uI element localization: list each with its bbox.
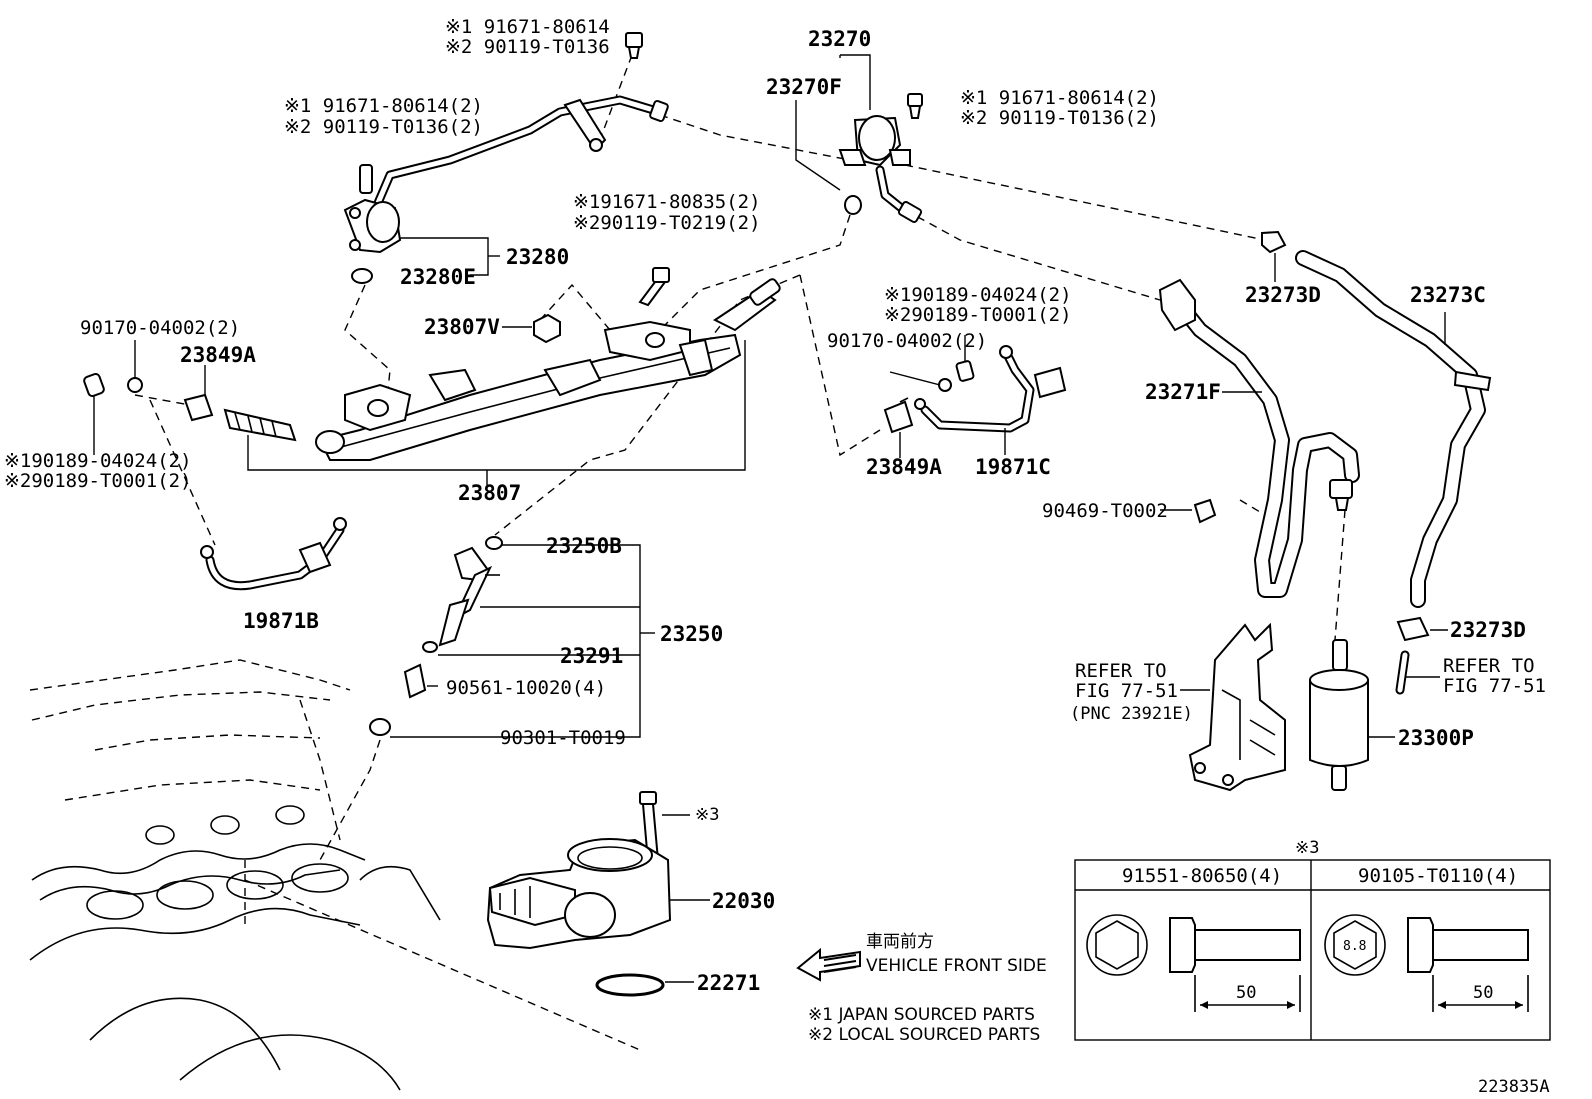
label-23270f[interactable]: 23270F <box>766 75 842 99</box>
clamp-23273d-low[interactable] <box>1396 616 1448 642</box>
fuel-pipe-left[interactable] <box>370 95 669 215</box>
bolt-23807[interactable] <box>638 267 670 307</box>
sensor-23849a-mid[interactable] <box>883 397 914 458</box>
label-23849a-left[interactable]: 23849A <box>180 343 256 367</box>
refer-right-line1[interactable]: REFER TO <box>1443 655 1535 677</box>
note-japan-sourced: ※1 JAPAN SOURCED PARTS <box>808 1005 1035 1025</box>
refer-left-line1[interactable]: REFER TO <box>1075 660 1167 682</box>
o-ring-23270f[interactable] <box>844 195 862 215</box>
bolt-right[interactable] <box>907 93 923 119</box>
pipe-refer-right[interactable] <box>1395 650 1440 695</box>
label-clip-mid-japan[interactable]: ※190189-04024(2) <box>884 284 1072 306</box>
table-col2-part[interactable]: 90105-T0110(4) <box>1358 865 1518 887</box>
bolt1-length: 50 <box>1236 983 1256 1003</box>
fuel-injector-23250[interactable] <box>369 536 655 738</box>
label-22271[interactable]: 22271 <box>697 971 760 995</box>
wire-harness-19871c[interactable] <box>914 345 1067 455</box>
label-23849a-mid[interactable]: 23849A <box>866 455 942 479</box>
label-23273d-top[interactable]: 23273D <box>1245 283 1321 307</box>
label-22030[interactable]: 22030 <box>712 889 775 913</box>
label-bolt-right-japan[interactable]: ※1 91671-80614(2) <box>960 87 1159 109</box>
note-local-sourced: ※2 LOCAL SOURCED PARTS <box>808 1025 1040 1045</box>
bolt-top[interactable] <box>625 32 643 59</box>
label-bolt-top-japan[interactable]: ※1 91671-80614 <box>445 16 610 38</box>
vehicle-front-en: VEHICLE FRONT SIDE <box>866 956 1047 976</box>
fuel-hose-23273c[interactable] <box>1295 250 1492 608</box>
fuel-delivery-pipe[interactable] <box>247 278 781 485</box>
label-23300p[interactable]: 23300P <box>1398 726 1474 750</box>
bolt-grade: 8.8 <box>1343 939 1366 954</box>
clamp-23273d-top[interactable] <box>1261 230 1287 282</box>
label-23273c[interactable]: 23273C <box>1410 283 1486 307</box>
clip-left[interactable] <box>83 372 105 455</box>
label-bolt-mid-local[interactable]: ※290119-T0219(2) <box>573 212 761 234</box>
label-19871c[interactable]: 19871C <box>975 455 1051 479</box>
label-clip-mid-local[interactable]: ※290189-T0001(2) <box>884 304 1072 326</box>
label-90301[interactable]: 90301-T0019 <box>500 727 626 749</box>
engine-block-outline <box>29 659 641 1091</box>
refer-right-line2[interactable]: FIG 77-51 <box>1443 675 1546 697</box>
label-23807v[interactable]: 23807V <box>424 315 500 339</box>
label-23291[interactable]: 23291 <box>560 644 623 668</box>
label-bolt-left-local[interactable]: ※2 90119-T0136(2) <box>284 116 483 138</box>
filter-bracket[interactable] <box>1180 622 1286 792</box>
label-23273d-low[interactable]: 23273D <box>1450 618 1526 642</box>
label-23280e[interactable]: 23280E <box>400 265 476 289</box>
label-23250[interactable]: 23250 <box>660 622 723 646</box>
assembly-lines <box>134 54 1346 861</box>
label-23280[interactable]: 23280 <box>506 245 569 269</box>
label-19871b[interactable]: 19871B <box>243 609 319 633</box>
clip-90469[interactable] <box>1160 498 1217 524</box>
label-23271f[interactable]: 23271F <box>1145 380 1221 404</box>
label-bolt-top-local[interactable]: ※2 90119-T0136 <box>445 36 610 58</box>
bolt-spec-table <box>1074 859 1551 1041</box>
fuel-filter-23300p[interactable] <box>1309 639 1395 791</box>
nut-90170-mid[interactable] <box>889 371 952 392</box>
labels: 23270 23270F ※1 91671-80614 ※2 90119-T01… <box>4 16 1550 1097</box>
label-ref3-bolt: ※3 <box>695 805 719 825</box>
label-bolt-right-local[interactable]: ※2 90119-T0136(2) <box>960 107 1159 129</box>
refer-left-line2[interactable]: FIG 77-51 <box>1075 680 1178 702</box>
sensor-23849a-left[interactable] <box>183 365 297 442</box>
label-90170-left[interactable]: 90170-04002(2) <box>80 317 240 339</box>
label-90469[interactable]: 90469-T0002 <box>1042 500 1168 522</box>
spacer-23807v[interactable] <box>502 313 561 344</box>
vehicle-front-jp: 車両前方 <box>866 932 934 952</box>
label-clip-left-local[interactable]: ※290189-T0001(2) <box>4 470 192 492</box>
vehicle-front-arrow-icon <box>796 947 861 982</box>
nut-90170-left[interactable] <box>127 340 143 393</box>
wire-harness-19871b[interactable] <box>200 517 347 591</box>
label-clip-left-japan[interactable]: ※190189-04024(2) <box>4 450 192 472</box>
label-23807[interactable]: 23807 <box>458 481 521 505</box>
fuel-hose-23271f[interactable] <box>1158 278 1360 598</box>
label-23270[interactable]: 23270 <box>808 27 871 51</box>
gasket-22271[interactable] <box>595 973 665 997</box>
table-title: ※3 <box>1295 838 1319 858</box>
figure-id: 223835A <box>1478 1077 1550 1097</box>
label-bolt-left-japan[interactable]: ※1 91671-80614(2) <box>284 95 483 117</box>
pressure-damper-left[interactable] <box>343 164 500 276</box>
refer-left-line3[interactable]: (PNC 23921E) <box>1070 704 1193 724</box>
bolt2-length: 50 <box>1473 983 1493 1003</box>
clip-mid[interactable] <box>955 335 975 382</box>
throttle-body-22030[interactable] <box>486 791 710 950</box>
label-bolt-mid-japan[interactable]: ※191671-80835(2) <box>573 191 761 213</box>
label-90561[interactable]: 90561-10020(4) <box>446 677 606 699</box>
pressure-regulator-23270[interactable] <box>795 54 923 223</box>
label-90170-mid[interactable]: 90170-04002(2) <box>827 330 987 352</box>
o-ring-23280e[interactable] <box>351 268 373 284</box>
table-col1-part[interactable]: 91551-80650(4) <box>1122 865 1282 887</box>
label-23250b[interactable]: 23250B <box>546 534 622 558</box>
